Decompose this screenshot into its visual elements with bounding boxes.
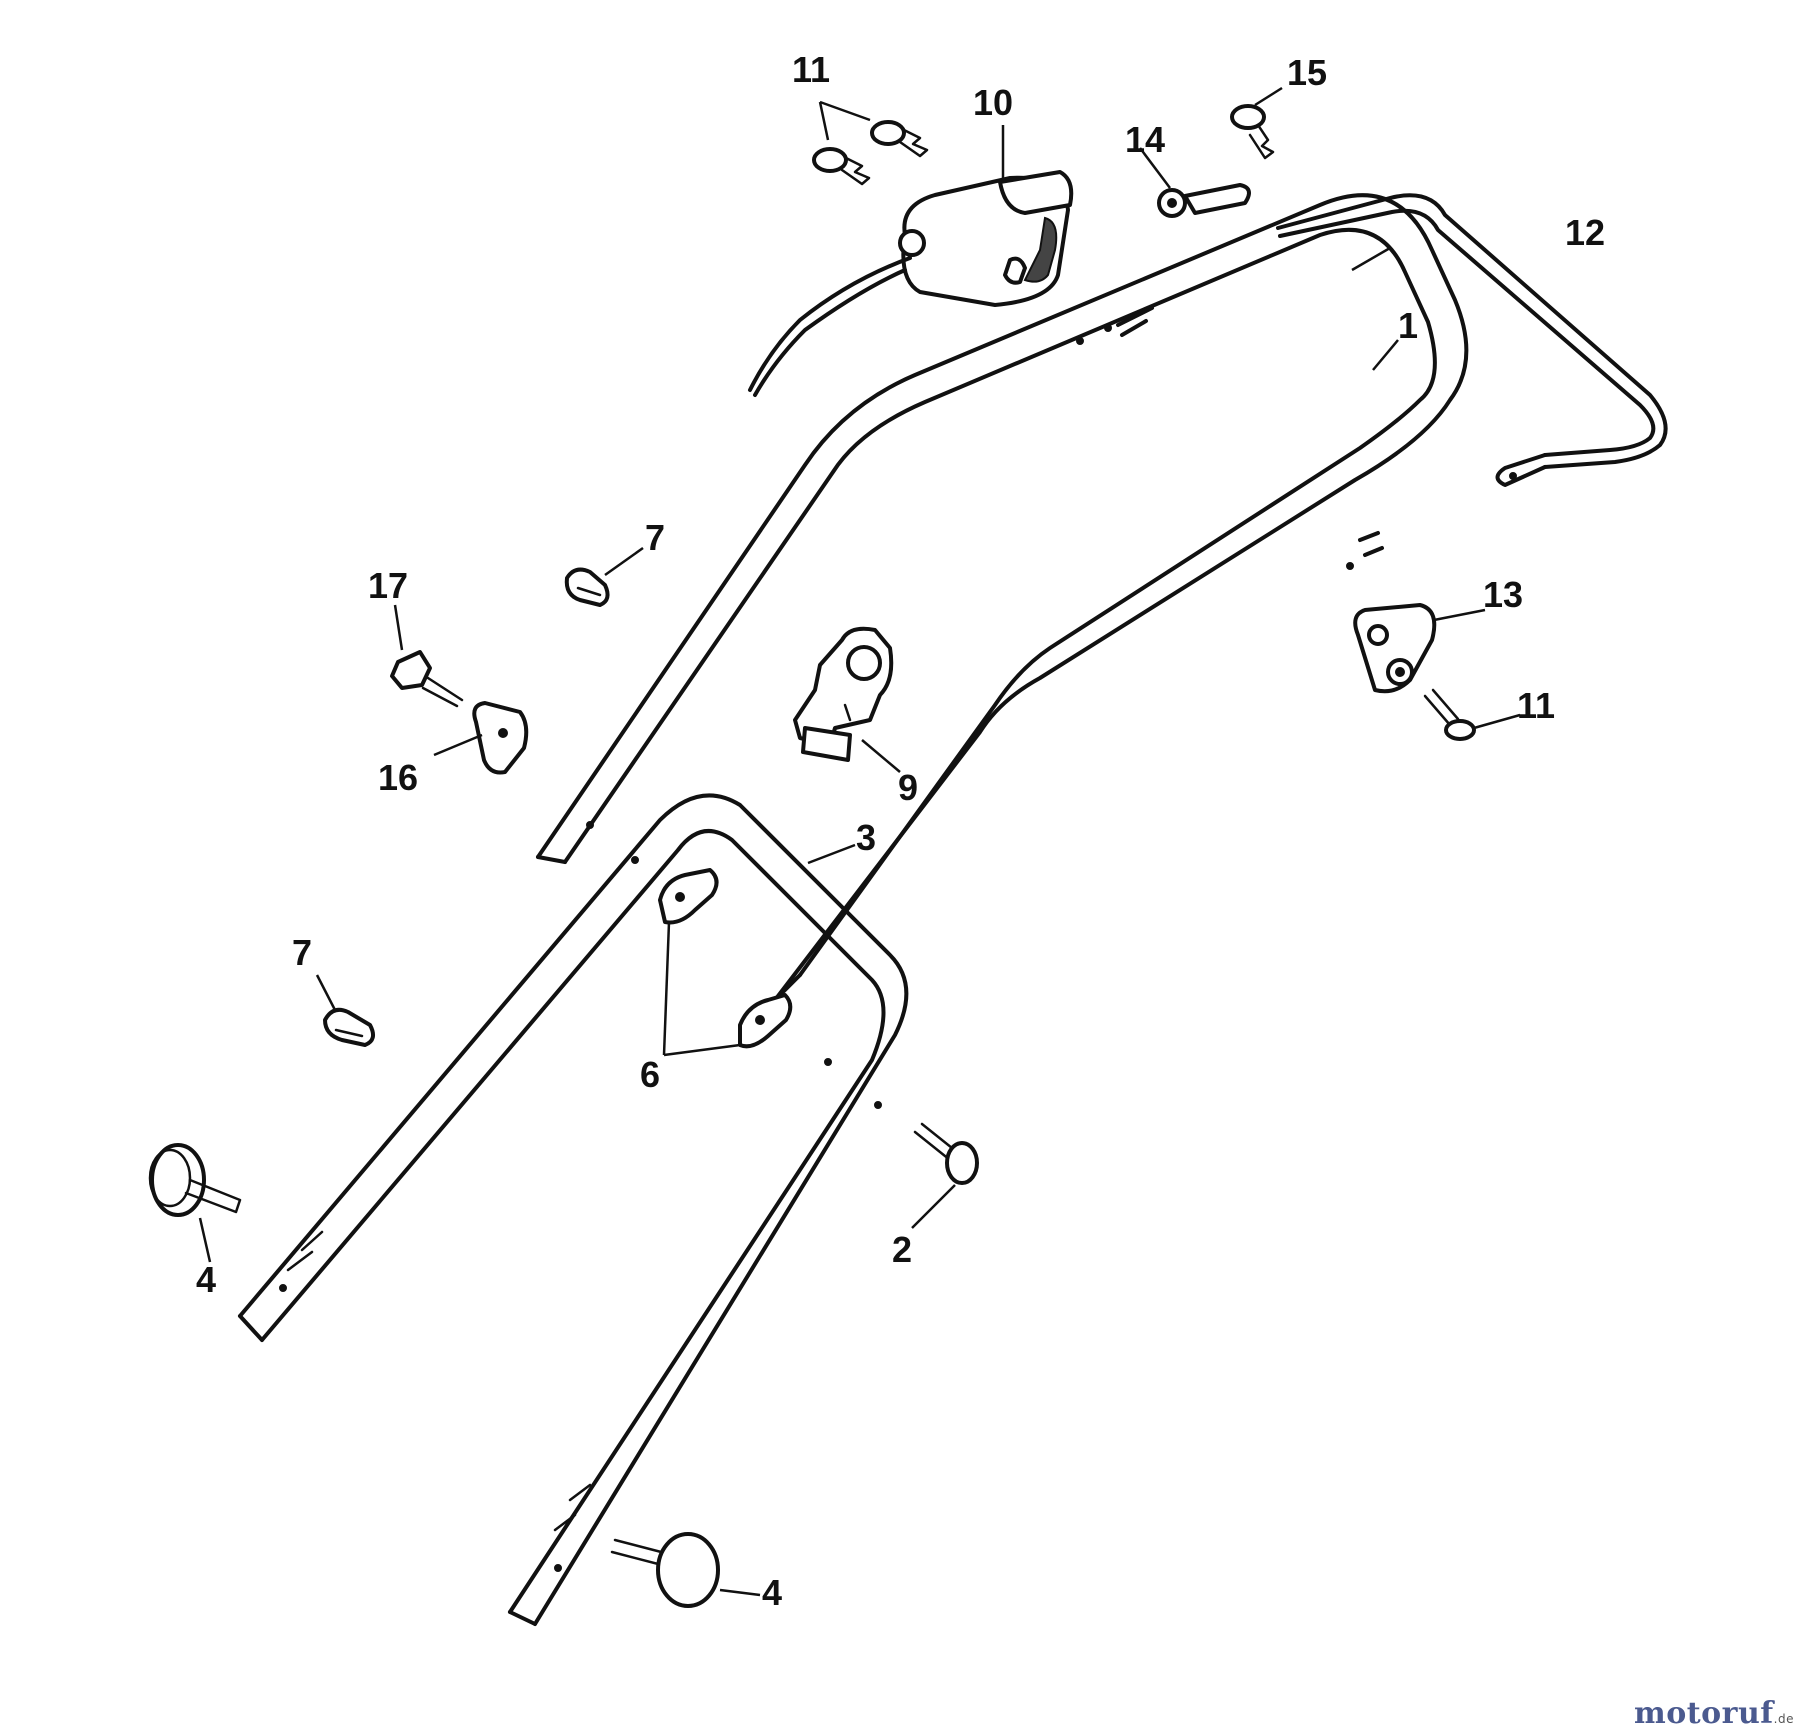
lever-part-14 <box>1157 183 1251 218</box>
clip-part-7-lower <box>323 1007 376 1047</box>
bolt-part-2 <box>913 1122 979 1185</box>
screw-part-15 <box>1230 104 1275 160</box>
leader-lines <box>198 86 1521 1597</box>
switch-box-part-10 <box>748 170 1074 397</box>
callout-17: 17 <box>368 565 408 606</box>
bolt-part-11 <box>1423 688 1476 741</box>
lower-handle-part-3 <box>238 793 909 1626</box>
callout-2: 2 <box>892 1229 912 1270</box>
callout-6: 6 <box>640 1054 660 1095</box>
watermark-logo: motoruf.de <box>1634 1696 1794 1731</box>
cable-guide-part-9 <box>793 626 894 762</box>
callout-4-right: 4 <box>762 1572 782 1613</box>
clip-part-7-upper <box>564 567 610 607</box>
callout-11-top: 11 <box>792 49 830 90</box>
callout-10: 10 <box>973 82 1013 123</box>
control-rod-part-12 <box>1276 193 1668 487</box>
callout-1: 1 <box>1398 305 1418 346</box>
callout-9: 9 <box>898 767 918 808</box>
callout-13: 13 <box>1483 574 1523 615</box>
callout-labels: 11 10 14 15 12 1 13 11 7 17 16 9 3 7 6 4… <box>196 49 1605 1613</box>
bracket-part-13 <box>1353 603 1437 694</box>
callout-16: 16 <box>378 757 418 798</box>
watermark-suffix: .de <box>1773 1712 1794 1726</box>
callout-7-lower: 7 <box>292 932 312 973</box>
wing-nut-pair-part-6 <box>658 868 793 1049</box>
callout-11-right: 11 <box>1517 685 1555 726</box>
knob-part-4-right <box>610 1532 720 1608</box>
screw-pair-part-11 <box>812 120 929 186</box>
upper-handle-part-1 <box>536 193 1469 1066</box>
knob-bolt-part-17 <box>390 650 464 708</box>
clamp-part-16 <box>472 701 529 775</box>
callout-3: 3 <box>856 817 876 858</box>
callout-15: 15 <box>1287 52 1327 93</box>
callout-7-upper: 7 <box>645 517 665 558</box>
callout-14: 14 <box>1125 119 1165 160</box>
knob-part-4-left <box>148 1143 242 1217</box>
callout-12: 12 <box>1565 212 1605 253</box>
callout-4-left: 4 <box>196 1259 216 1300</box>
watermark-text: motoruf <box>1634 1696 1774 1731</box>
